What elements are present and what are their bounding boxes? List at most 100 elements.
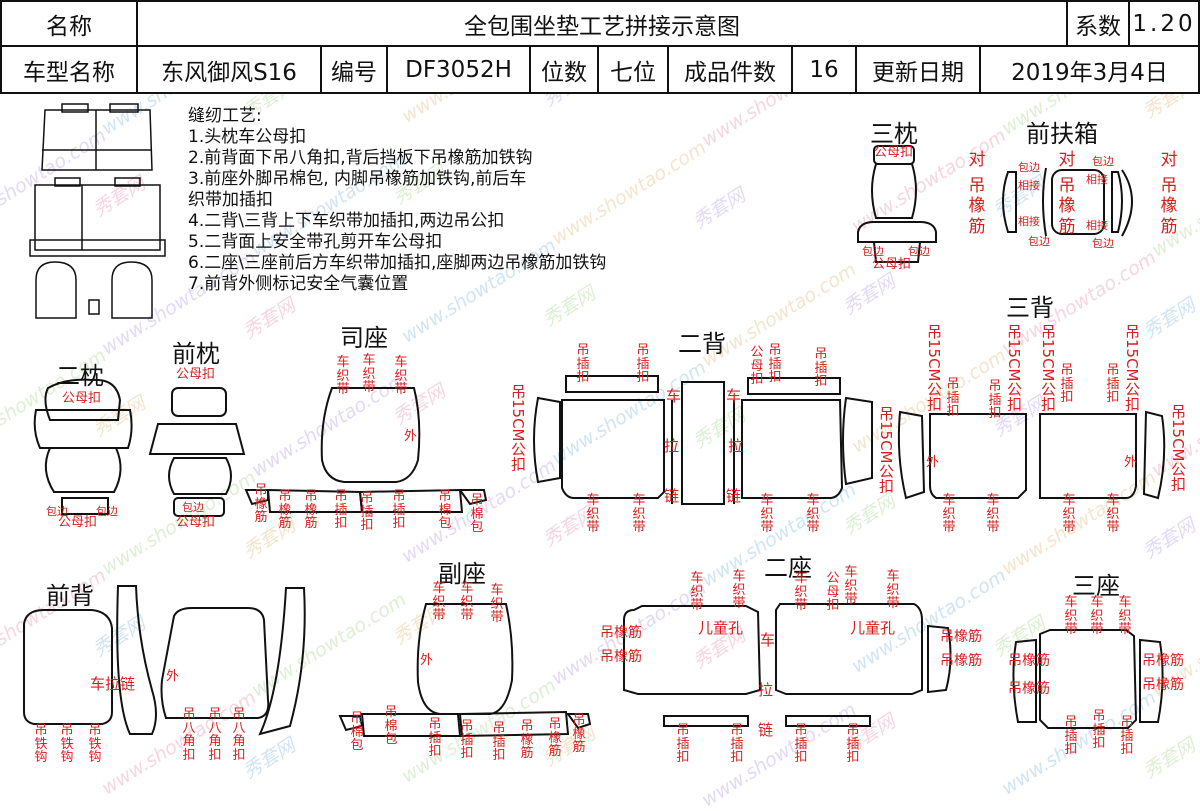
label-diao-chakou: 吊插扣 (636, 343, 650, 386)
label-lian: 链 (664, 487, 680, 505)
label-diao-xiangjin-h: 吊橡筋 (940, 629, 982, 645)
label-xiangjie: 相接 (1086, 173, 1108, 186)
note-3: 3.前座外脚吊棉包, 内脚吊橡筋加铁钩,前后车 (188, 169, 527, 189)
code-label: 编号 (322, 47, 388, 92)
label-gongmu-v: 公母扣 (750, 345, 764, 388)
label-wai: 外 (404, 429, 418, 444)
label-diao-chakou: 吊插扣 (360, 491, 374, 534)
date-label: 更新日期 (857, 47, 981, 92)
label-diao-xiangjin-h: 吊橡筋 (940, 653, 982, 669)
label-dui: 对 (1058, 150, 1076, 170)
label-diao-xiangjin-h: 吊橡筋 (1008, 653, 1050, 669)
qian-fu-xiang-shape (1002, 167, 1133, 237)
label-wai: 外 (926, 455, 940, 470)
label-gongmu: 公母扣 (58, 515, 98, 530)
qian-bei-shape (23, 585, 306, 736)
model-label: 车型名称 (2, 47, 138, 92)
label-che-zhi-dai: 车织带 (732, 569, 746, 612)
label-che-zhi-dai: 车织带 (1106, 493, 1120, 536)
label-diao-xiangjin-v: 吊橡筋 (254, 483, 268, 526)
label-gongmu: 公母扣 (176, 515, 216, 530)
section-er-zuo: 二座 (764, 554, 812, 582)
label-dui: 对 (1160, 150, 1178, 170)
label-diao-15cm: 吊15CM公扣 (925, 324, 943, 412)
note-4: 4.二背\三背上下车织带加插扣,两边吊公扣 (188, 211, 505, 231)
label-baobian: 包边 (862, 245, 884, 258)
label-che: 车 (760, 631, 776, 649)
note-5: 5.二背面上安全带孔剪开车公母扣 (188, 232, 443, 252)
sewing-notes: 缝纫工艺: 1.头枕车公母扣 2.前背面下吊八角扣,背后挡板下吊橡筋加铁钩 3.… (188, 106, 606, 295)
label-ertong-kong: 儿童孔 (698, 619, 744, 637)
section-si-zuo: 司座 (340, 324, 388, 352)
label-xiangjie: 相接 (1018, 215, 1040, 228)
label-che: 车 (666, 387, 682, 405)
label-gongmu: 公母扣 (62, 391, 102, 406)
label-che-zhi-dai: 车织带 (586, 493, 600, 536)
label-diao-chakou: 吊插扣 (676, 723, 690, 766)
label-diao-15cm: 吊15CM公扣 (1005, 324, 1023, 412)
label-diao-chakou: 吊插扣 (794, 723, 808, 766)
label-diao-xiangjin-h: 吊橡筋 (1008, 681, 1050, 697)
label-diao-chakou: 吊插扣 (768, 343, 782, 386)
label-diao-chakou: 吊插扣 (1064, 715, 1078, 758)
san-zhen-shape (857, 145, 937, 263)
label-baobian: 包边 (1028, 235, 1050, 248)
label-baobian: 包边 (182, 501, 204, 514)
label-diao-xiangjin-v: 吊橡筋 (572, 713, 586, 756)
section-fu-zuo: 副座 (438, 560, 486, 588)
model-value: 东风御风S16 (138, 47, 322, 92)
label-diao-chakou: 吊插扣 (460, 719, 474, 762)
seats-label: 位数 (531, 47, 599, 92)
label-diao-tiegou: 吊铁钩 (88, 723, 102, 766)
label-diao-chakou: 吊插扣 (988, 379, 1002, 422)
label-diao-15cm: 吊15CM公扣 (1123, 324, 1141, 412)
label-wai: 外 (166, 669, 180, 684)
label-che-zhi-dai: 车织带 (886, 569, 900, 612)
label-lian: 链 (758, 721, 774, 739)
seats-value: 七位 (599, 47, 669, 92)
label-baobian: 包边 (46, 505, 68, 518)
label-la: 拉 (664, 437, 680, 455)
label-gongmu: 公母扣 (872, 257, 912, 272)
label-diao-15cm: 吊15CM公扣 (877, 406, 895, 494)
label-che-zhi-dai: 车织带 (760, 493, 774, 536)
section-qian-zhen: 前枕 (172, 340, 220, 368)
label-diao-chakou: 吊插扣 (1120, 715, 1134, 758)
label-gongmu: 公母扣 (176, 367, 216, 382)
label-diao-xiangjin-v: 吊橡筋 (548, 717, 562, 760)
label-baobian: 包边 (908, 245, 930, 258)
name-label: 名称 (2, 2, 138, 47)
section-san-zhen: 三枕 (870, 120, 918, 148)
section-qian-bei: 前背 (46, 582, 94, 610)
page-title: 全包围坐垫工艺拼接示意图 (138, 2, 1068, 47)
label-diao-chakou: 吊插扣 (428, 717, 442, 760)
label-baobian: 包边 (1018, 161, 1040, 174)
label-gongmu: 公母扣 (874, 145, 914, 160)
notes-heading: 缝纫工艺: (188, 106, 262, 126)
note-2: 2.前背面下吊八角扣,背后挡板下吊橡筋加铁钩 (188, 148, 533, 168)
section-er-bei: 二背 (678, 330, 726, 358)
label-che-zhi-dai: 车织带 (490, 583, 504, 626)
label-dui: 对 (968, 150, 986, 170)
er-bei-shape (533, 375, 873, 505)
coef-value: 1.20 (1130, 2, 1198, 47)
label-diao-bajiaokou: 吊八角扣 (208, 707, 222, 763)
label-diao-chakou: 吊插扣 (846, 723, 860, 766)
code-value: DF3052H (388, 47, 531, 92)
label-diao-chakou: 吊插扣 (1106, 363, 1120, 406)
label-diao-bajiaokou: 吊八角扣 (232, 707, 246, 763)
label-xiangjie: 相接 (1018, 179, 1040, 192)
label-che-zhi-dai: 车织带 (690, 571, 704, 614)
label-xiangjie: 相接 (1086, 219, 1108, 232)
label-che-zhi-dai: 车织带 (794, 571, 808, 614)
label-la: 拉 (758, 681, 774, 699)
date-value: 2019年3月4日 (1011, 59, 1168, 86)
section-san-zuo: 三座 (1072, 572, 1120, 600)
label-wai: 外 (1124, 455, 1138, 470)
label-che-zhi-dai: 车织带 (942, 493, 956, 536)
label-diao-chakou: 吊插扣 (576, 343, 590, 386)
label-lian: 链 (726, 487, 742, 505)
label-che-la-lian: 车拉链 (90, 675, 136, 693)
label-che-zhi-dai: 车织带 (362, 353, 376, 396)
er-zhen-shape (33, 378, 133, 515)
